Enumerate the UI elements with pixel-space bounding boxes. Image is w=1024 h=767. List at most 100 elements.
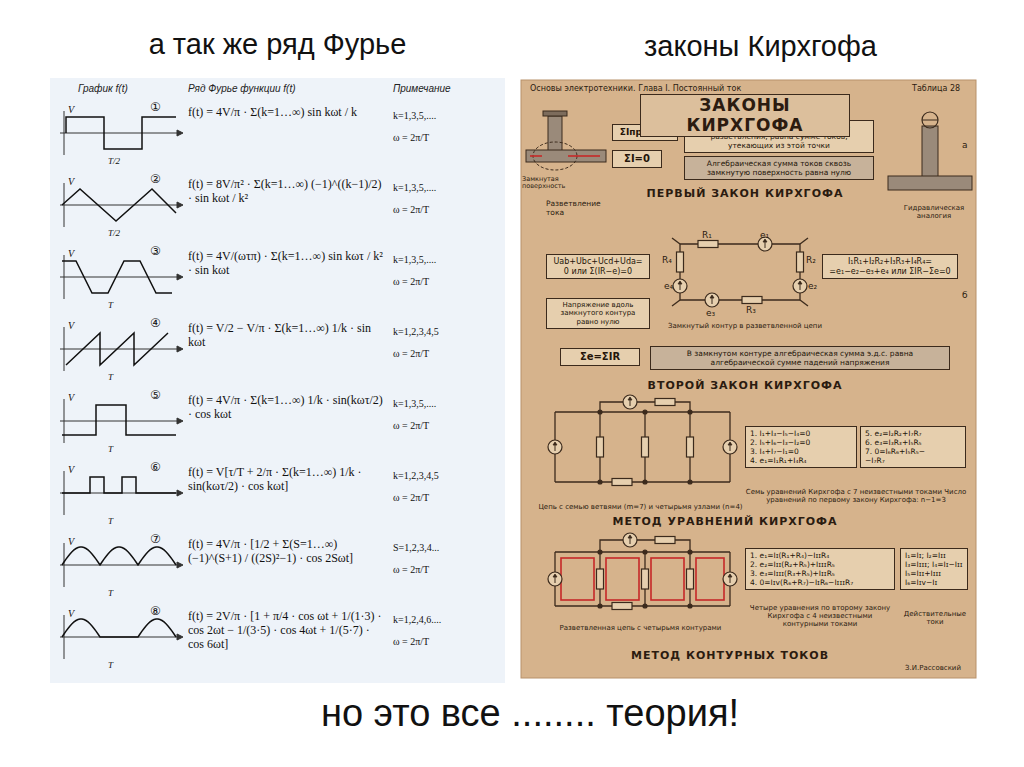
axis-arrow xyxy=(177,490,183,496)
column-header: Примечание xyxy=(393,83,498,95)
component-label: R₁ xyxy=(702,230,716,240)
formula-box: I₁=Iɪ; I₂=IɪɪI₃=Iɪɪɪ; I₄=Iɪ−IɪɪI₅=Iɪɪ+Iɪ… xyxy=(900,548,968,590)
junction-dot xyxy=(598,480,602,484)
axis-label: T xyxy=(108,444,142,454)
emf-arrowhead xyxy=(628,397,632,400)
value-axis xyxy=(64,615,65,659)
current-arrow xyxy=(568,155,600,157)
fourier-formula: f(t) = V[τ/T + 2/π · Σ(k=1…∞) 1/k · sin(… xyxy=(188,466,388,494)
panel: законы КирхгофаΣIпр=ΣIутСумма токов, при… xyxy=(521,80,976,678)
junction-dot xyxy=(643,410,647,414)
table-note: ω = 2π/T xyxy=(393,564,501,576)
table-note: ω = 2π/T xyxy=(393,276,501,288)
wire xyxy=(554,552,555,606)
poster-note: З.И.Рассовский xyxy=(905,664,971,672)
loop-current xyxy=(651,558,684,600)
formula-text: −I₇R₇ xyxy=(865,456,961,465)
junction-dot xyxy=(688,480,692,484)
resistor-symbol xyxy=(687,437,694,457)
table-note: k=1,2,3,4,5 xyxy=(393,326,501,338)
resistor-symbol xyxy=(797,252,804,272)
junction-dot xyxy=(598,410,602,414)
formula-box: В замкнутом контуре алгебраическая сумма… xyxy=(650,346,950,370)
formula-text: 3. I₄+I₇−I₁=0 xyxy=(750,447,852,456)
poster-note: Основы электротехники. Глава I. Постоянн… xyxy=(530,84,790,93)
wire xyxy=(729,552,730,606)
poster-note: Цепь с семью ветвями (m=7) и четырьмя уз… xyxy=(538,503,743,511)
resistor-symbol xyxy=(655,537,675,544)
value-axis xyxy=(64,543,65,587)
wire xyxy=(672,300,680,306)
time-axis xyxy=(60,349,179,350)
axis-label: V xyxy=(68,176,80,188)
component-label: а xyxy=(962,140,972,150)
wire xyxy=(800,238,808,244)
waveform xyxy=(66,117,176,149)
loop-current xyxy=(606,558,639,600)
waveform xyxy=(62,477,176,493)
axis-label: V xyxy=(68,320,80,332)
loop-current xyxy=(561,558,594,600)
emf-source-symbol xyxy=(673,279,687,293)
table-note: S=1,2,3,4... xyxy=(393,542,501,554)
resistor-symbol xyxy=(597,569,604,589)
resistor-symbol xyxy=(655,399,675,406)
axis-label: T xyxy=(108,660,142,670)
axis-label: T xyxy=(108,300,142,310)
formula-text: Напряжение вдоль замкнутого контура равн… xyxy=(551,301,645,326)
section-title: ПЕРВЫЙ ЗАКОН КИРХГОФА xyxy=(620,188,870,201)
axis-label: V xyxy=(68,392,80,404)
component-label: e₂ xyxy=(808,281,820,291)
valve-wheel xyxy=(922,112,938,128)
component-label: e₃ xyxy=(706,308,720,318)
table-note: ω = 2π/T xyxy=(393,492,501,504)
poster-note: Гидравлическая аналогия xyxy=(896,204,972,220)
axis-arrow xyxy=(177,346,183,352)
wire xyxy=(729,412,730,482)
waveform xyxy=(62,405,176,435)
poster-note: Четыре уравнения по второму закону Кирхг… xyxy=(745,604,895,628)
fourier-formula: f(t) = 2V/π · [1 + π/4 · cos ωt + 1/(1·3… xyxy=(188,610,388,651)
table-note: ω = 2π/T xyxy=(393,348,501,360)
waveform xyxy=(62,261,172,293)
junction-dot xyxy=(643,550,647,554)
formula-box: Σe=ΣIR xyxy=(560,348,640,366)
panel: а так же ряд Фурье xyxy=(50,78,505,683)
table-note: ω = 2π/T xyxy=(393,420,501,432)
column-header: Ряд Фурье функции f(t) xyxy=(188,83,383,95)
poster-note: Семь уравнений Кирхгофа с 7 неизвестными… xyxy=(745,488,967,504)
callout-number: ⑧ xyxy=(150,605,170,619)
poster-note: Замкнутый контур в разветвленной цепи xyxy=(660,322,830,330)
axis-arrow xyxy=(177,634,183,640)
kirchhoff-poster xyxy=(521,80,976,678)
formula-text: Алгебраическая сумма токов сквозь замкну… xyxy=(689,159,869,177)
emf-source-symbol xyxy=(623,533,637,547)
column-header: График f(t) xyxy=(78,83,178,95)
formula-text: Σe=ΣIR xyxy=(565,351,635,363)
emf-arrowhead xyxy=(553,574,557,577)
pipe-illustration xyxy=(548,116,562,152)
callout-number: ③ xyxy=(150,245,170,259)
axis-label: V xyxy=(68,104,80,116)
formula-text: 4. e₁=I₁R₁+I₄R₄ xyxy=(750,456,852,465)
resistor-symbol xyxy=(742,297,762,304)
fourier-formula: f(t) = V/2 − V/π · Σ(k=1…∞) 1/k · sin kω… xyxy=(188,322,388,350)
axis-label: T xyxy=(108,588,142,598)
component-label: R₂ xyxy=(806,255,820,265)
time-axis xyxy=(60,565,179,566)
slide-caption: но это все ........ теория! xyxy=(30,692,1024,736)
current-arrow xyxy=(530,155,542,157)
junction-dot xyxy=(688,604,692,608)
section-title: ВТОРОЙ ЗАКОН КИРХГОФА xyxy=(620,380,870,393)
table-note: ω = 2π/T xyxy=(393,132,501,144)
wire xyxy=(554,412,555,482)
emf-arrowhead xyxy=(728,574,732,577)
table-note: ω = 2π/T xyxy=(393,204,501,216)
hydraulic-pipe xyxy=(888,176,972,190)
callout-number: ② xyxy=(150,173,170,187)
formula-box: 5. e₂=I₂R₂+I₇R₇6. e₃=I₃R₃+I₅R₅7. 0=I₆R₆+… xyxy=(860,426,966,468)
formula-text: 7. 0=I₆R₆+I₅R₅− xyxy=(865,447,961,456)
formula-text: I₁R₁+I₂R₂+I₃R₃+I₄R₄= =e₁−e₂−e₃+e₄ или ΣI… xyxy=(827,257,953,276)
formula-text: I₁=Iɪ; I₂=Iɪɪ xyxy=(905,551,963,560)
